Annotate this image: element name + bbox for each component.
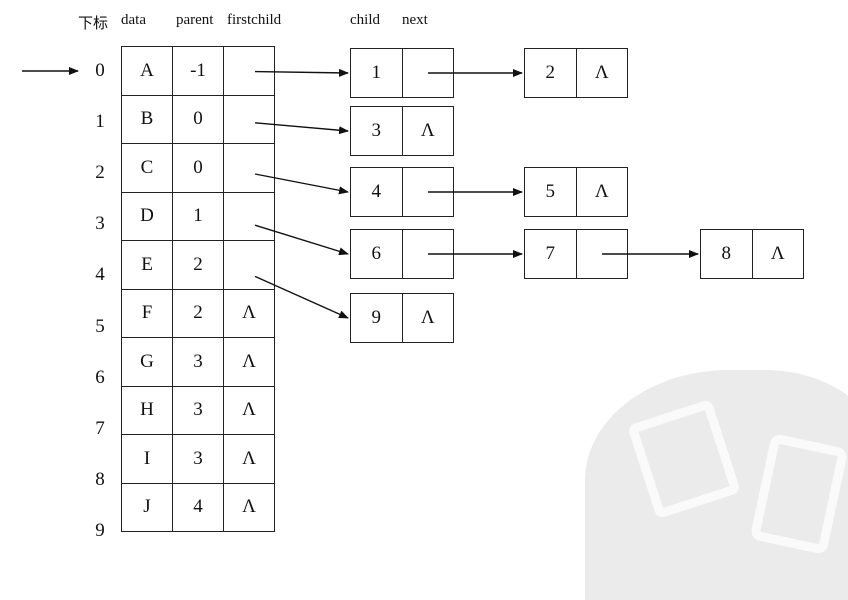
node-next-cell	[401, 230, 454, 278]
watermark-seal	[585, 370, 848, 600]
header-firstchild: firstchild	[227, 12, 282, 28]
data-cell: C	[121, 143, 173, 193]
node-child-cell: 9	[371, 307, 382, 328]
node-next-cell	[401, 168, 454, 216]
row-index: 5	[95, 315, 105, 337]
header-data: data	[121, 12, 146, 28]
node-child-cell: 4	[371, 181, 382, 202]
firstchild-pointer-arrow	[254, 275, 349, 319]
firstchild-cell: Λ	[223, 385, 275, 435]
parent-cell: 2	[172, 240, 224, 290]
row-index: 6	[95, 366, 105, 388]
node-child-cell: 8	[721, 243, 732, 264]
firstchild-pointer-arrow	[254, 68, 349, 77]
data-cell: G	[121, 337, 173, 387]
node-child-cell: 7	[545, 243, 556, 264]
firstchild-cell: Λ	[223, 482, 275, 532]
data-cell: A	[121, 46, 173, 96]
node-child-cell: 2	[545, 62, 556, 83]
data-cell: E	[121, 240, 173, 290]
parent-cell: 4	[172, 482, 224, 532]
firstchild-cell: Λ	[223, 337, 275, 387]
row-index: 3	[95, 213, 105, 235]
header-parent: parent	[176, 12, 214, 28]
row-index: 4	[95, 264, 105, 286]
parent-cell: 3	[172, 434, 224, 484]
firstchild-cell	[223, 94, 275, 144]
node-next-cell	[401, 49, 454, 97]
firstchild-pointer-arrow	[254, 224, 349, 256]
row-index: 2	[95, 162, 105, 183]
firstchild-pointer-arrow	[254, 122, 349, 135]
firstchild-cell: Λ	[223, 434, 275, 484]
child-node: 6	[350, 229, 454, 279]
row-index: 9	[95, 520, 105, 542]
data-cell: J	[121, 482, 173, 532]
parent-cell: 1	[172, 191, 224, 241]
row-index: 1	[95, 110, 105, 132]
node-next-cell: Λ	[401, 107, 454, 155]
firstchild-cell	[223, 191, 275, 241]
header-next: next	[402, 12, 428, 28]
header-index: 下标	[78, 16, 109, 32]
node-next-cell: Λ	[575, 168, 628, 216]
header-child: child	[350, 12, 380, 28]
firstchild-cell: Λ	[223, 288, 275, 338]
table-row: A-1	[121, 46, 275, 96]
firstchild-cell	[223, 143, 275, 193]
data-cell: H	[121, 385, 173, 435]
pointer-arrows	[22, 67, 699, 319]
row-index: 0	[95, 59, 105, 81]
parent-cell: 3	[172, 385, 224, 435]
firstchild-pointer-arrow	[254, 173, 349, 195]
data-cell: D	[121, 191, 173, 241]
node-next-cell: Λ	[401, 294, 454, 342]
node-child-cell: 3	[371, 120, 382, 141]
node-child-cell: 1	[371, 62, 382, 83]
firstchild-cell	[223, 46, 275, 96]
node-child-cell: 6	[371, 243, 382, 264]
parent-cell: 2	[172, 288, 224, 338]
row-index: 8	[95, 469, 105, 491]
parent-cell: 0	[172, 143, 224, 193]
node-next-cell: Λ	[575, 49, 628, 97]
node-next-cell	[575, 230, 628, 278]
node-child-cell: 5	[545, 181, 556, 202]
row-index: 7	[95, 418, 105, 439]
node-next-cell: Λ	[751, 230, 804, 278]
